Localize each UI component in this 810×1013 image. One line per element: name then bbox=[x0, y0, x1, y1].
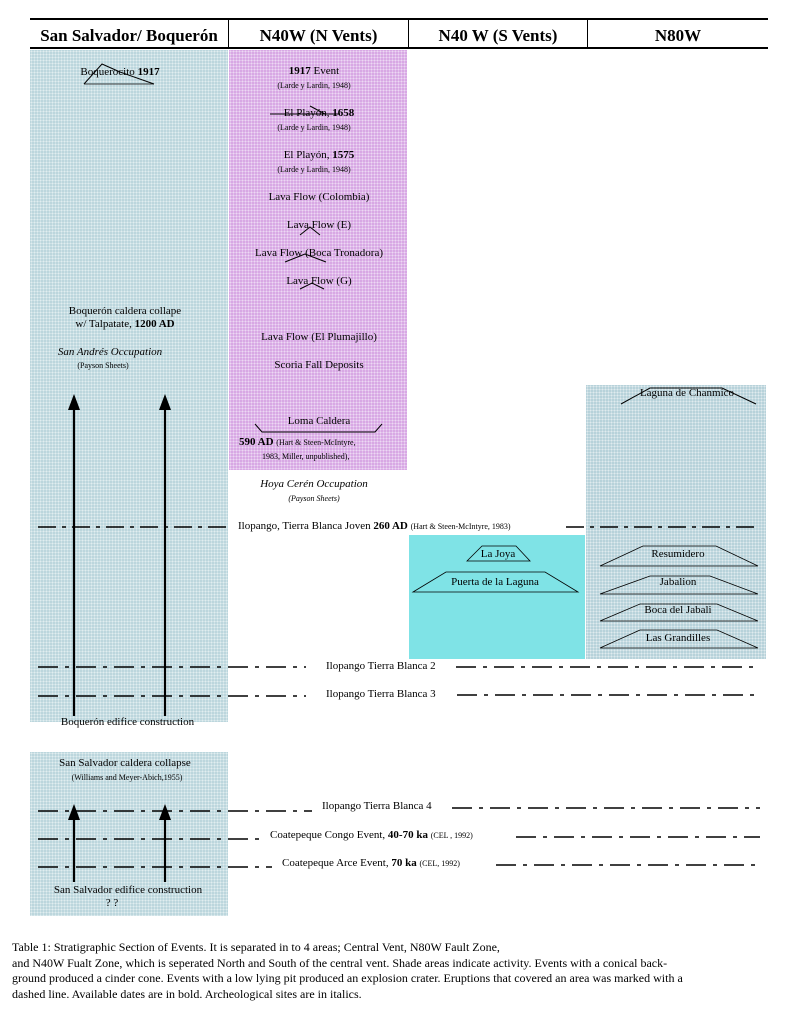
loma-caldera-ref: 1983, Miller, unpublished), bbox=[262, 452, 350, 461]
lava-flow-e: Lava Flow (E) bbox=[286, 219, 352, 231]
loma-caldera-date: 590 AD (Hart & Steen-McIntyre, bbox=[239, 436, 356, 448]
jabalion: Jabalion bbox=[659, 576, 697, 588]
boquerocito-cone bbox=[83, 63, 155, 85]
lava-boca-cone bbox=[284, 253, 327, 263]
caption-line-4: dashed line. Available dates are in bold… bbox=[12, 986, 362, 1001]
header-central-vent: San Salvador/ Boquerón bbox=[40, 26, 218, 45]
lava-flow-plumajillo: Lava Flow (El Plumajillo) bbox=[261, 331, 377, 343]
header-divider-1 bbox=[228, 18, 229, 49]
header-n40w-south: N40 W (S Vents) bbox=[438, 26, 558, 45]
playon-1575: El Playón, 1575 bbox=[283, 149, 355, 161]
caption-line-1: Table 1: Stratigraphic Section of Events… bbox=[12, 940, 500, 954]
playon-1658-cone bbox=[270, 105, 340, 115]
san-andres-occupation: San Andrés Occupation bbox=[57, 346, 163, 358]
tb2-event: Ilopango Tierra Blanca 2 bbox=[326, 660, 436, 672]
central-vent-shade-upper bbox=[30, 50, 228, 722]
ss-edifice-uncertain: ? ? bbox=[105, 897, 119, 909]
playon-1575-ref: (Larde y Lardin, 1948) bbox=[277, 165, 351, 174]
grandilles-cone bbox=[599, 629, 759, 649]
boqueron-caldera-collapse: Boquerón caldera collape w/ Talpatate, 1… bbox=[68, 305, 182, 330]
caption-line-2: and N40W Fualt Zone, which is seperated … bbox=[12, 955, 668, 970]
lava-e-cone bbox=[299, 226, 321, 236]
san-andres-ref: (Payson Sheets) bbox=[77, 361, 129, 370]
event-1917-ref: (Larde y Lardin, 1948) bbox=[277, 81, 351, 90]
la-joya: La Joya bbox=[480, 548, 516, 560]
scoria-fall-deposits: Scoria Fall Deposits bbox=[274, 359, 364, 371]
jabalion-cone bbox=[599, 575, 759, 595]
playon-1658-ref: (Larde y Lardin, 1948) bbox=[277, 123, 351, 132]
table-caption: Table 1: Stratigraphic Section of Events… bbox=[12, 940, 802, 1002]
ss-edifice-construction: San Salvador edifice construction bbox=[53, 884, 203, 896]
header-bottom-rule bbox=[30, 47, 768, 49]
n80w-shade bbox=[586, 385, 766, 659]
boca-jabali-cone bbox=[599, 603, 759, 622]
boquerocito-label: Boquerocito 1917 bbox=[80, 66, 160, 78]
header-top-rule bbox=[30, 18, 768, 20]
hoya-ceren-ref: (Payson Sheets) bbox=[288, 494, 340, 503]
header-divider-3 bbox=[587, 18, 588, 49]
hoya-ceren-occupation: Hoya Cerén Occupation bbox=[260, 478, 368, 490]
resumidero: Resumidero bbox=[651, 548, 705, 560]
central-vent-shade-lower bbox=[30, 752, 228, 916]
header-n40w-north: N40W (N Vents) bbox=[259, 26, 378, 45]
lava-flow-g: Lava Flow (G) bbox=[286, 275, 352, 287]
puerta-de-la-laguna: Puerta de la Laguna bbox=[451, 576, 539, 588]
loma-caldera: Loma Caldera bbox=[287, 415, 351, 427]
loma-caldera-pit bbox=[254, 423, 383, 433]
playon-1658: El Playón, 1658 bbox=[283, 107, 355, 119]
las-grandilles: Las Grandilles bbox=[645, 632, 711, 644]
arce-event: Coatepeque Arce Event, 70 ka (CEL, 1992) bbox=[282, 857, 460, 869]
lava-flow-boca-tronadora: Lava Flow (Boca Tronadora) bbox=[254, 247, 383, 259]
header-divider-2 bbox=[408, 18, 409, 49]
n40w-south-shade bbox=[409, 535, 585, 659]
boqueron-edifice-construction: Boquerón edifice construction bbox=[60, 716, 195, 728]
laguna-de-chanmico: Laguna de Chanmico bbox=[639, 387, 735, 399]
header-n80w: N80W bbox=[654, 26, 702, 45]
lava-g-cone bbox=[299, 282, 325, 290]
stratigraphy-diagram bbox=[38, 63, 760, 882]
ss-caldera-collapse-ref: (Williams and Meyer-Abich,1955) bbox=[71, 773, 183, 782]
congo-event: Coatepeque Congo Event, 40-70 ka (CEL , … bbox=[270, 829, 473, 841]
lava-flow-colombia: Lava Flow (Colombia) bbox=[268, 191, 370, 203]
boca-del-jabali: Boca del Jabali bbox=[644, 604, 712, 616]
resumidero-cone bbox=[599, 545, 759, 567]
tb3-event: Ilopango Tierra Blanca 3 bbox=[326, 688, 436, 700]
event-1917: 1917 Event bbox=[288, 65, 340, 77]
n40w-north-shade bbox=[229, 50, 407, 470]
ss-caldera-collapse: San Salvador caldera collapse bbox=[59, 757, 191, 769]
puerta-cone bbox=[411, 571, 580, 593]
chanmico-pit bbox=[620, 387, 757, 405]
caption-line-3: ground produced a cinder cone. Events wi… bbox=[12, 971, 683, 985]
tbj-event: Ilopango, Tierra Blanca Joven 260 AD (Ha… bbox=[238, 520, 511, 532]
la-joya-cone bbox=[466, 545, 531, 562]
tb4-event: Ilopango Tierra Blanca 4 bbox=[322, 800, 432, 812]
